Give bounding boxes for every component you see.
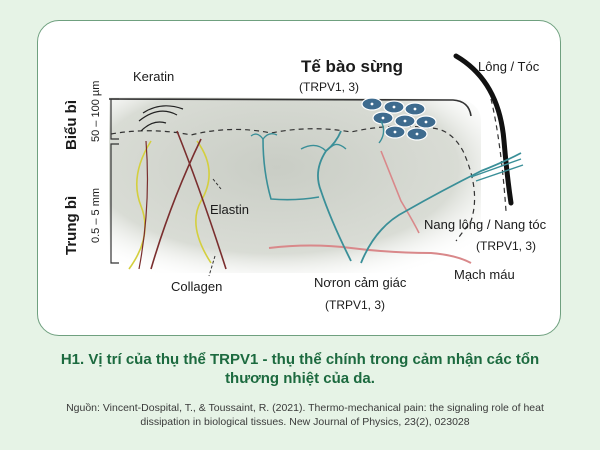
collagen-label: Collagen <box>171 279 223 294</box>
keratinocyte-label: Tế bào sừng <box>301 57 404 76</box>
dermal-epidermal-junction <box>110 125 476 242</box>
blood-vessel <box>268 244 472 264</box>
keratinocyte-trpv-label: (TRPV1, 3) <box>299 80 360 94</box>
epidermis-label: Biểu bì <box>63 99 80 150</box>
source-citation: Nguồn: Vincent-Dospital, T., & Toussaint… <box>66 402 544 428</box>
sensory-neuron <box>378 120 385 144</box>
keratin-fiber <box>140 121 167 132</box>
elastin-label: Elastin <box>210 202 250 217</box>
elastin-fiber <box>128 140 152 270</box>
dermis-label: Trung bì <box>63 195 80 255</box>
sensory-neuron <box>300 144 327 152</box>
follicle-outline <box>490 98 507 212</box>
epidermis-bracket <box>110 98 119 140</box>
elastin-leader <box>212 178 222 190</box>
diagram-panel: Biểu bì 50 – 100 µm Trung bì 0.5 – 5 mm … <box>37 20 561 336</box>
sensory-neuron <box>475 164 524 182</box>
dermis-depth-label: 0.5 – 5 mm <box>90 187 102 243</box>
skin-surface <box>108 98 472 117</box>
hair-label: Lông / Tóc <box>478 59 540 74</box>
neuron-trpv-label: (TRPV1, 3) <box>325 298 386 312</box>
blood-vessel-label: Mạch máu <box>454 267 515 282</box>
sensory-neuron <box>262 138 320 201</box>
tissue-region <box>109 97 481 273</box>
elastin-fiber <box>195 140 212 264</box>
sensory-neuron <box>360 152 522 264</box>
follicle-label: Nang lông / Nang tóc <box>424 217 547 232</box>
neuron-label: Nơron cảm giác <box>314 275 407 290</box>
sensory-neuron <box>262 133 278 140</box>
keratin-fiber <box>142 105 184 114</box>
sensory-neuron <box>317 130 352 262</box>
epidermis-depth-label: 50 – 100 µm <box>90 80 102 142</box>
figure-caption: H1. Vị trí của thụ thể TRPV1 - thụ thể c… <box>60 351 540 387</box>
sensory-neuron <box>470 158 522 178</box>
keratin-fiber <box>138 110 178 122</box>
sensory-neuron <box>330 143 347 150</box>
hair-shaft <box>453 53 514 206</box>
sensory-neuron <box>250 133 264 140</box>
blood-vessel <box>380 150 420 234</box>
dermis-bracket <box>110 143 119 264</box>
collagen-fiber <box>138 140 149 270</box>
keratin-label: Keratin <box>133 69 175 84</box>
skin-diagram <box>108 53 524 277</box>
collagen-fiber <box>150 138 202 270</box>
follicle-trpv-label: (TRPV1, 3) <box>476 239 537 253</box>
collagen-leader <box>208 255 216 277</box>
collagen-fiber <box>176 130 227 270</box>
